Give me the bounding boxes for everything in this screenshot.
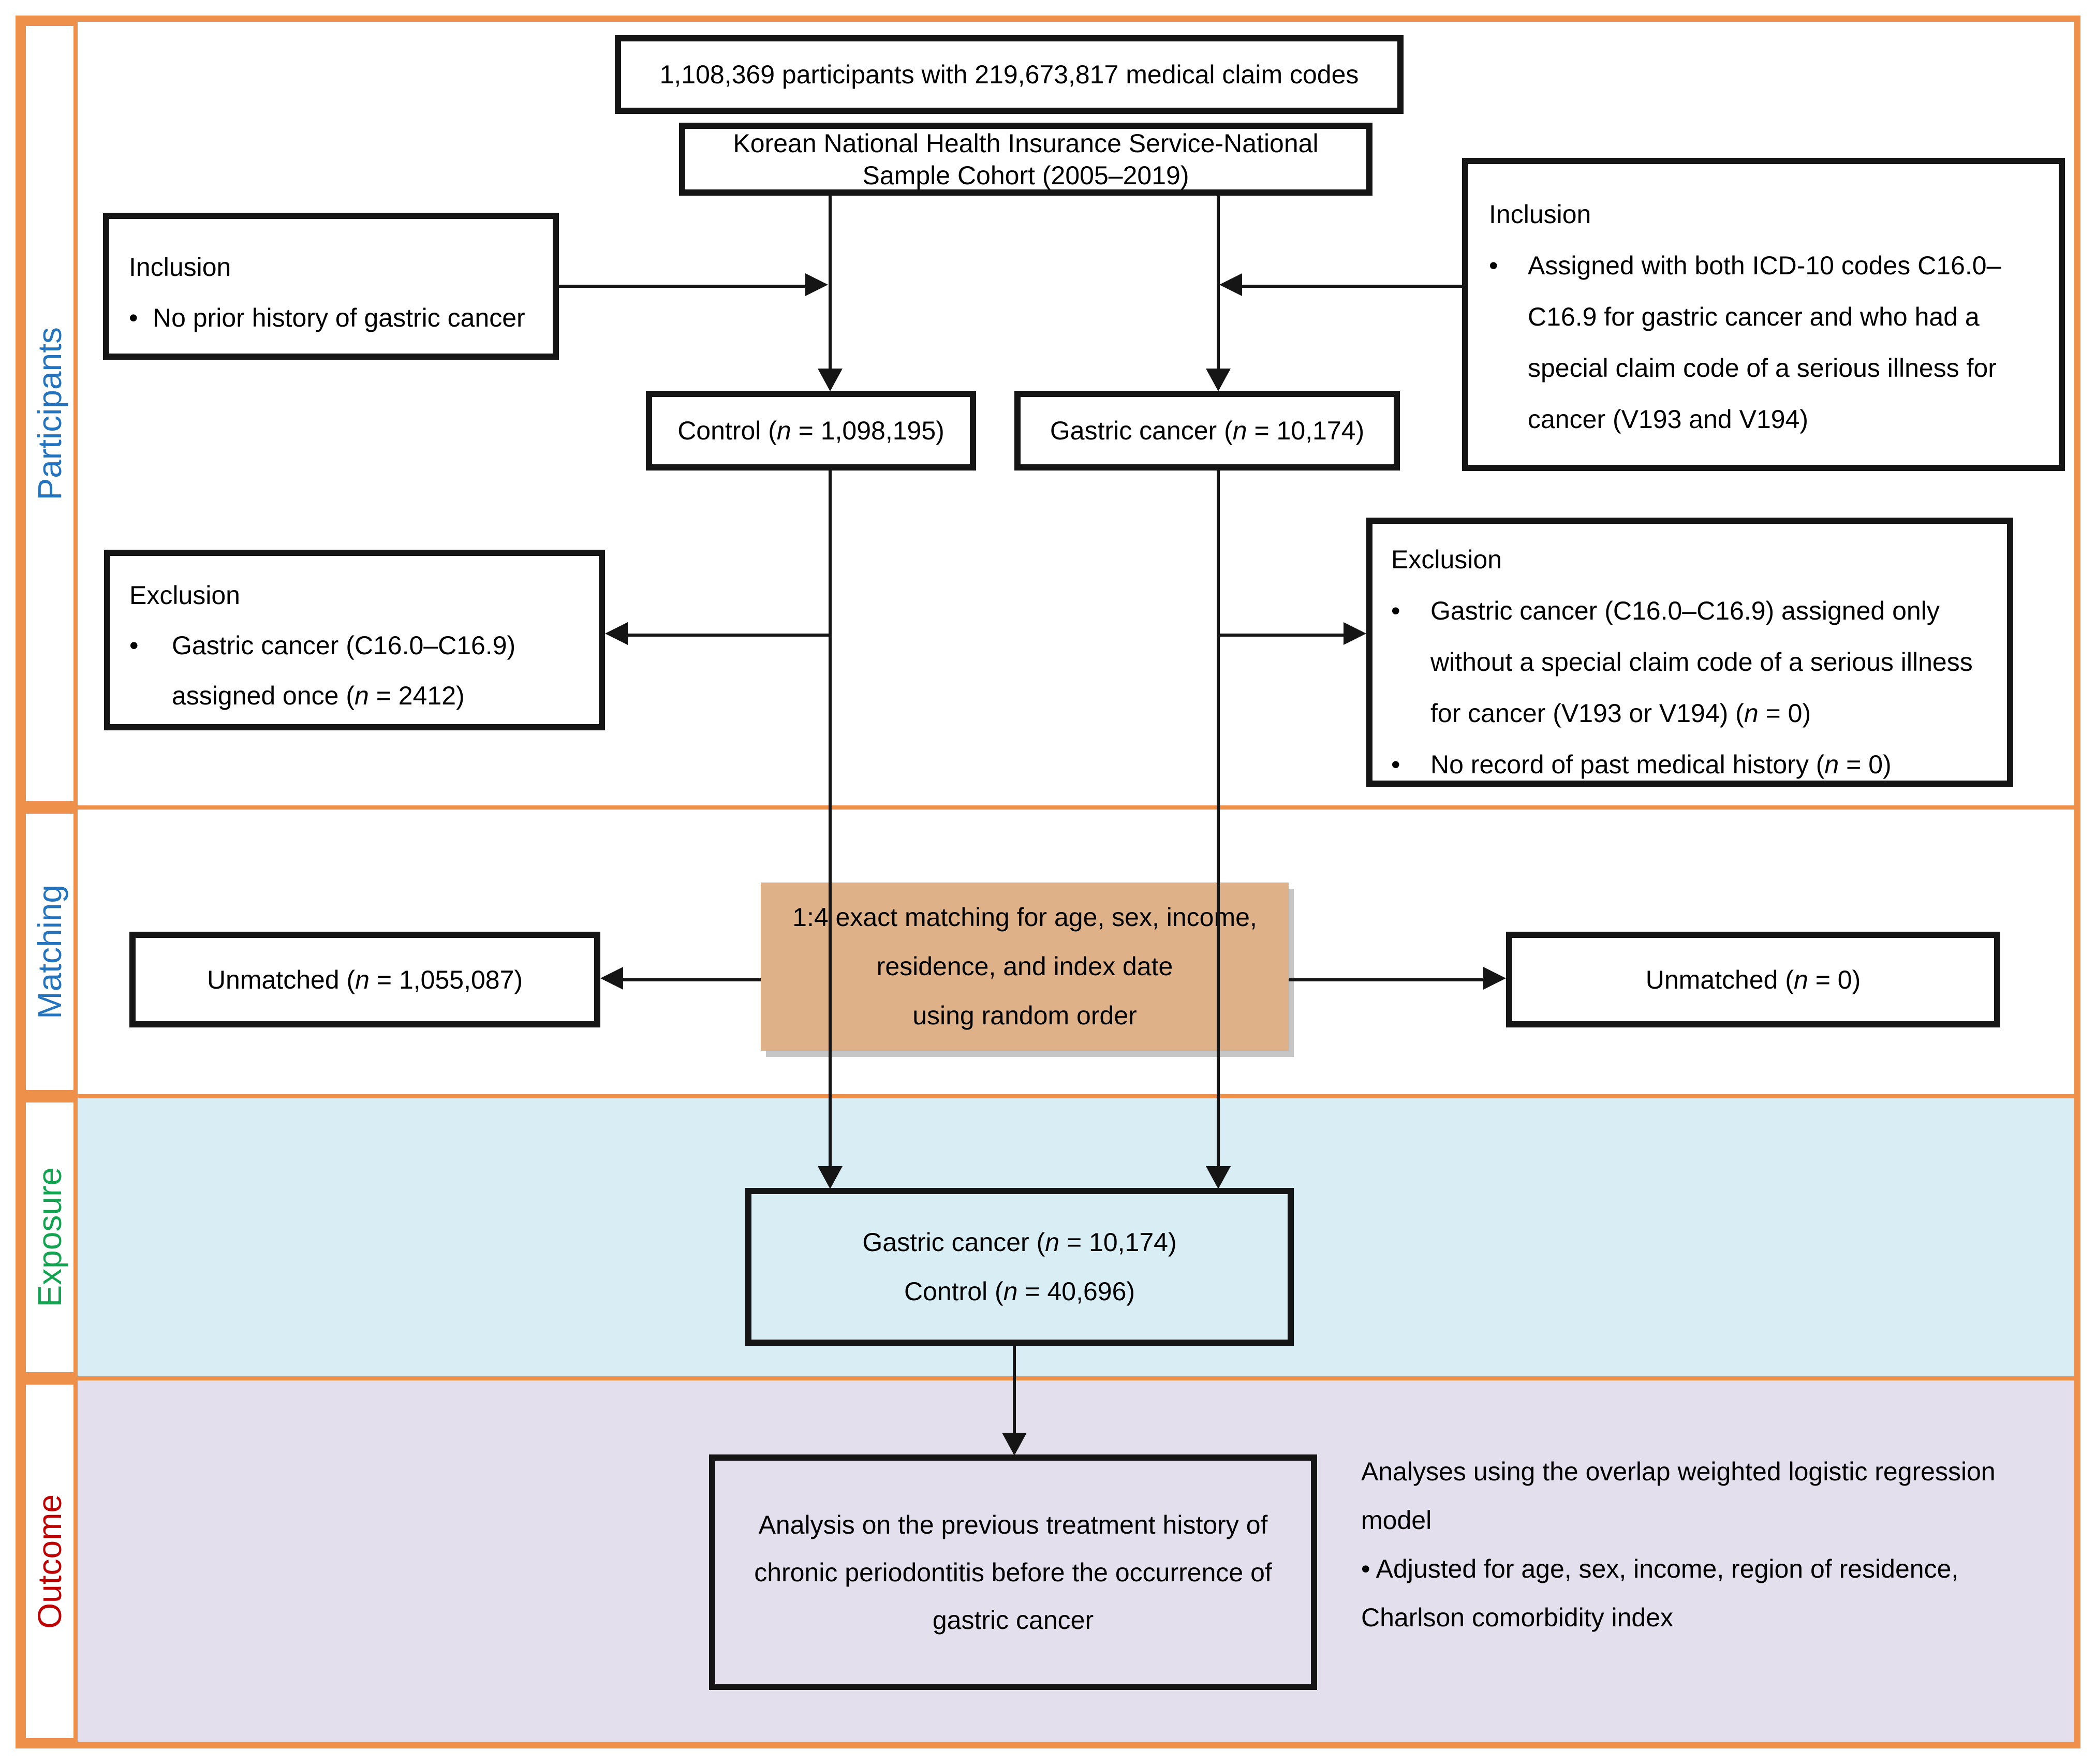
exposure-cohort-box: Gastric cancer (n = 10,174) Control (n =… [745,1188,1294,1346]
inclusion-right-line: cancer (V193 and V194) [1528,405,1809,434]
arrowhead-exclusion-right [1344,622,1366,645]
exposure-label: Exposure [31,1167,68,1307]
cohort-line: Korean National Health Insurance Service… [733,128,1319,158]
total-participants-text: 1,108,369 participants with 219,673,817 … [659,60,1359,89]
arrowhead-to-control [818,369,843,391]
arrowhead-exclusion-left [605,622,628,645]
connector-cohort-to-control [829,196,832,370]
bullet: • [1489,251,1498,280]
inclusion-left-title: Inclusion [129,253,231,282]
exclusion-right-title: Exclusion [1391,545,1502,574]
inclusion-left-box: Inclusion • No prior history of gastric … [103,213,559,360]
outcome-note-line: model [1361,1506,1432,1535]
exposure-gastric-text: Gastric cancer (n = 10,174) [862,1227,1177,1257]
connector-control-to-exposure [829,471,832,1167]
unmatched-left-box: Unmatched (n = 1,055,087) [129,932,600,1027]
exclusion-left-line: Gastric cancer (C16.0–C16.9) [172,631,516,660]
arrowhead-exposure-to-outcome [1002,1433,1027,1456]
unmatched-right-text: Unmatched (n = 0) [1645,965,1861,994]
unmatched-left-text: Unmatched (n = 1,055,087) [206,965,523,994]
arrowhead-gastric-to-exposure [1206,1166,1231,1189]
connector-unmatched-right [1289,978,1483,981]
matching-label: Matching [31,885,68,1019]
bullet: • [1391,750,1400,779]
exposure-control-text: Control (n = 40,696) [904,1276,1135,1306]
inclusion-right-title: Inclusion [1489,200,1591,229]
outcome-analysis-line: gastric cancer [932,1605,1094,1635]
arrowhead-inclusion-right [1219,273,1242,296]
bullet: • [1391,596,1400,625]
matching-line: residence, and index date [876,952,1173,981]
connector-inclusion-left [559,285,807,288]
outcome-analysis-line: chronic periodontitis before the occurre… [754,1557,1272,1587]
diagram-frame [16,16,2080,1748]
control-count-box: Control (n = 1,098,195) [646,391,976,471]
exclusion-right-box: Exclusion • Gastric cancer (C16.0–C16.9)… [1366,518,2013,787]
exclusion-right-line: No record of past medical history (n = 0… [1430,750,1892,779]
outcome-analysis-line: Analysis on the previous treatment histo… [758,1510,1268,1539]
arrowhead-unmatched-right [1483,967,1506,990]
connector-gastric-to-exposure [1217,471,1220,1167]
connector-exclusion-right [1218,634,1344,637]
inclusion-right-box: Inclusion • Assigned with both ICD-10 co… [1462,158,2065,471]
arrowhead-to-gastric [1206,369,1231,391]
outcome-note: Analyses using the overlap weighted logi… [1361,1447,2075,1649]
inclusion-right-line: special claim code of a serious illness … [1528,354,1997,383]
bullet: • [129,631,139,660]
connector-inclusion-right [1242,285,1462,288]
gastric-cancer-count-text: Gastric cancer (n = 10,174) [1050,416,1365,445]
matching-exposure-divider [22,1094,2074,1098]
inclusion-right-line: C16.9 for gastric cancer and who had a [1528,302,1980,331]
cohort-line: Sample Cohort (2005–2019) [862,160,1189,190]
matching-line: 1:4 exact matching for age, sex, income, [792,903,1257,932]
sidebar-section-matching: Matching [22,810,78,1094]
inclusion-left-item: No prior history of gastric cancer [153,303,525,332]
bullet: • [129,303,138,332]
sidebar-section-outcome: Outcome [22,1380,78,1742]
sidebar-section-participants: Participants [22,22,78,805]
inclusion-right-line: Assigned with both ICD-10 codes C16.0– [1528,251,2001,280]
connector-exclusion-left [628,634,830,637]
outcome-label: Outcome [31,1494,68,1629]
connector-exposure-to-outcome [1013,1346,1016,1434]
control-count-text: Control (n = 1,098,195) [677,416,944,445]
unmatched-right-box: Unmatched (n = 0) [1506,932,2000,1027]
exclusion-right-line: without a special claim code of a seriou… [1430,648,1973,677]
exclusion-right-line: Gastric cancer (C16.0–C16.9) assigned on… [1430,596,1940,625]
outcome-analysis-box: Analysis on the previous treatment histo… [709,1454,1317,1690]
outcome-note-line: Analyses using the overlap weighted logi… [1361,1457,1996,1486]
connector-cohort-to-gastric [1217,196,1220,370]
exposure-outcome-divider [22,1376,2074,1380]
total-participants-box: 1,108,369 participants with 219,673,817 … [615,35,1404,114]
exclusion-left-title: Exclusion [129,581,240,610]
matching-criteria-box: 1:4 exact matching for age, sex, income,… [761,883,1289,1051]
outcome-note-line: Charlson comorbidity index [1361,1603,1674,1632]
sidebar-section-exposure: Exposure [22,1098,78,1376]
arrowhead-control-to-exposure [818,1166,843,1189]
outcome-note-line: • Adjusted for age, sex, income, region … [1361,1554,1959,1583]
exclusion-right-line: for cancer (V193 or V194) (n = 0) [1430,699,1811,728]
arrowhead-inclusion-left [805,273,828,296]
gastric-cancer-count-box: Gastric cancer (n = 10,174) [1014,391,1400,471]
exclusion-left-line: assigned once (n = 2412) [172,681,465,710]
participants-matching-divider [22,805,2074,810]
cohort-source-box: Korean National Health Insurance Service… [679,123,1372,196]
participants-label: Participants [31,327,68,501]
exclusion-left-box: Exclusion • Gastric cancer (C16.0–C16.9)… [104,550,605,730]
arrowhead-unmatched-left [600,967,623,990]
matching-line: using random order [912,1001,1137,1030]
connector-unmatched-left [623,978,761,981]
